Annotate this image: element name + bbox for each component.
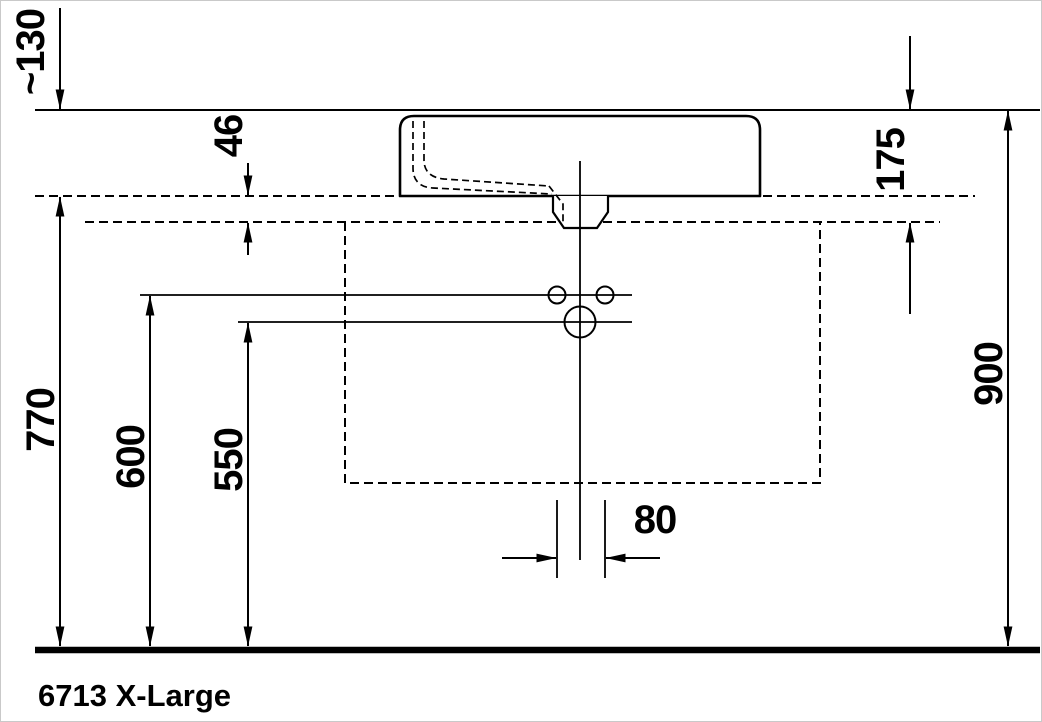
- dimension-80: 80: [502, 498, 677, 578]
- faucet-holes: [140, 285, 632, 339]
- basin-contour-drain: [548, 185, 564, 224]
- console-outline: [344, 222, 821, 484]
- washbasin: [398, 114, 762, 230]
- model-number-label: 6713 X-Large: [38, 678, 231, 713]
- basin-inner-contour: [412, 121, 564, 224]
- washbasin-outline: [398, 114, 762, 198]
- faucet-hole-right: [595, 285, 615, 305]
- dimension-label-80: 80: [634, 498, 677, 542]
- basin-contour-inner: [423, 121, 550, 187]
- dimension-770: 770: [19, 196, 65, 647]
- dimension-600: 600: [109, 295, 155, 647]
- dimension-label-550: 550: [207, 428, 251, 492]
- dimension-550: 550: [207, 322, 253, 647]
- dimension-label-46: 46: [207, 115, 251, 158]
- dimension-label-900: 900: [967, 342, 1011, 406]
- dimension-900: 900: [967, 110, 1013, 647]
- dimension-175: 175: [869, 36, 915, 314]
- basin-contour-outer: [412, 121, 553, 195]
- faucet-hole-left: [547, 285, 567, 305]
- dimension-label-770: 770: [19, 388, 63, 452]
- dimension-label-600: 600: [109, 425, 153, 489]
- dimension-label-130: ~130: [9, 9, 53, 95]
- dimension-label-175: 175: [869, 127, 913, 191]
- faucet-hole-center: [563, 305, 597, 339]
- dimension-130: ~130: [9, 8, 65, 110]
- dimension-46: 46: [207, 115, 253, 255]
